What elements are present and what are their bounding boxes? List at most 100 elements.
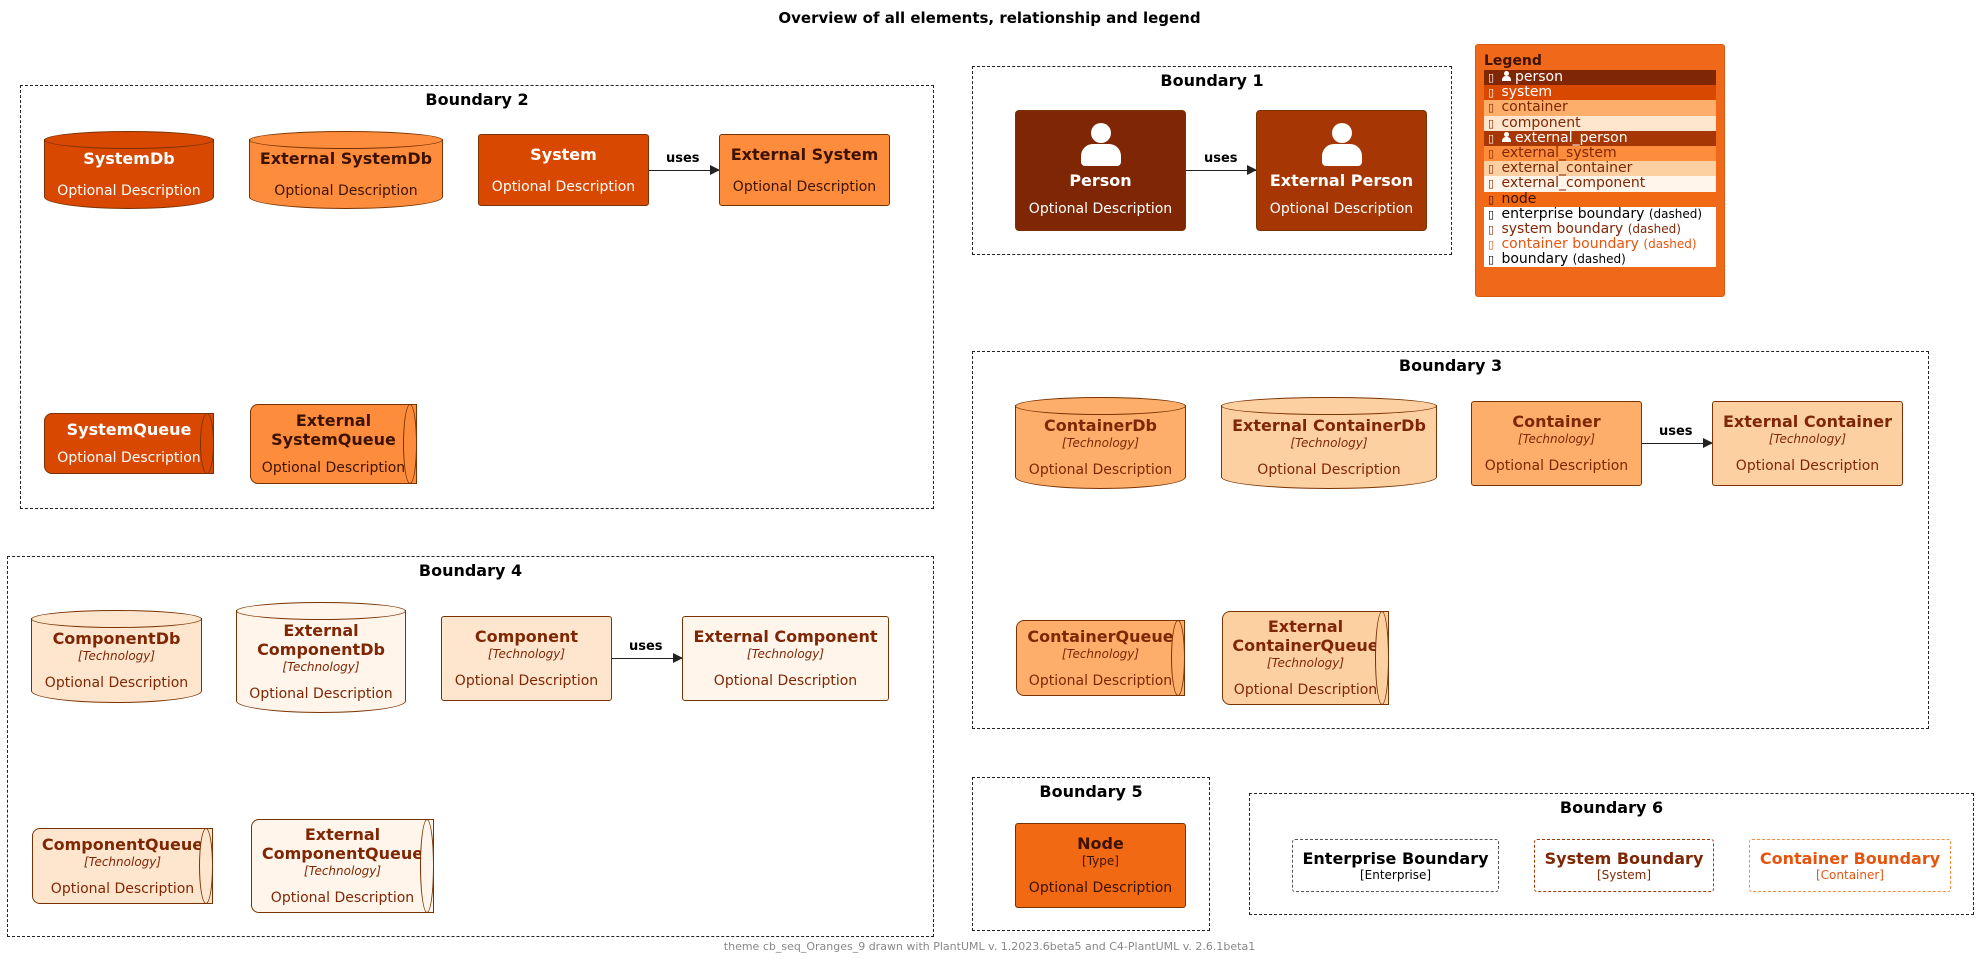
legend-item-suffix: (dashed) (1572, 252, 1626, 267)
element-name: External (283, 620, 359, 640)
relationship-arrow (649, 165, 720, 175)
legend-item: ▯ container (1484, 100, 1716, 116)
small-square-icon: ▯ (1488, 192, 1495, 206)
container[interactable]: Container [Technology] Optional Descript… (1471, 401, 1642, 486)
legend-item-suffix: (dashed) (1648, 206, 1703, 221)
element-name: External SystemDb (259, 148, 433, 168)
systemdb[interactable]: SystemDb Optional Description (44, 131, 214, 209)
person-icon (1501, 71, 1511, 81)
external-containerdb[interactable]: External ContainerDb [Technology] Option… (1221, 397, 1437, 489)
legend-item-label: system boundary (1501, 221, 1624, 237)
boundary-name: Container Boundary (1759, 849, 1941, 868)
element-description: Optional Description (274, 182, 418, 199)
element-name: External System (730, 144, 879, 164)
element-description: Optional Description (1269, 201, 1414, 217)
queue-end (420, 819, 434, 913)
legend-item: ▯ node (1484, 191, 1716, 207)
element-name: External (304, 825, 381, 844)
person[interactable]: Person Optional Description (1015, 110, 1186, 231)
cylinder-top (44, 131, 214, 149)
external-person[interactable]: External Person Optional Description (1256, 110, 1427, 231)
boundary-5: Boundary 5 (972, 777, 1210, 931)
element-name: External (1267, 617, 1344, 636)
small-square-icon: ▯ (1488, 116, 1495, 130)
element-technology: [Technology] (282, 659, 360, 674)
element-name: External Component (693, 627, 878, 646)
element-technology: [Technology] (1517, 432, 1596, 446)
container-boundary[interactable]: Container Boundary [Container] (1749, 839, 1951, 892)
legend-item: ▯ system boundary (dashed) (1484, 221, 1716, 238)
boundary-4: Boundary 4 (7, 556, 934, 937)
element-technology: [Technology] (746, 647, 825, 661)
componentdb[interactable]: ComponentDb [Technology] Optional Descri… (31, 610, 202, 703)
legend-item-label: external_component (1501, 176, 1646, 192)
queue-end (1375, 611, 1389, 705)
legend-item: ▯ external_container (1484, 161, 1716, 177)
small-square-icon: ▯ (1488, 253, 1495, 267)
small-square-icon: ▯ (1488, 177, 1495, 191)
legend-item-label: external_person (1515, 130, 1628, 146)
element-description: Optional Description (1028, 880, 1173, 896)
componentqueue[interactable]: ComponentQueue [Technology] Optional Des… (32, 828, 213, 904)
element-name: SystemQueue (271, 430, 396, 449)
legend-item-label: external_system (1501, 145, 1617, 161)
element-description: Optional Description (1233, 682, 1378, 698)
legend-item-label: container (1501, 100, 1568, 116)
element-name: ContainerQueue (1027, 626, 1174, 646)
external-container[interactable]: External Container [Technology] Optional… (1712, 401, 1903, 486)
cylinder-top (249, 131, 443, 149)
enterprise-boundary[interactable]: Enterprise Boundary [Enterprise] (1292, 839, 1499, 892)
person-icon (1501, 131, 1511, 142)
element-technology: [Technology] (83, 854, 162, 869)
boundary-label: Boundary 4 (418, 561, 523, 580)
element-name: ComponentDb (52, 629, 181, 648)
element-name: SystemDb (83, 148, 175, 168)
system[interactable]: System Optional Description (478, 134, 649, 206)
small-square-icon: ▯ (1488, 131, 1495, 145)
element-name: System (530, 144, 597, 164)
element-description: Optional Description (1484, 458, 1629, 474)
external-containerqueue[interactable]: External ContainerQueue [Technology] Opt… (1222, 611, 1389, 705)
component[interactable]: Component [Technology] Optional Descript… (441, 616, 612, 701)
queue-end (403, 404, 417, 484)
queue-end (1171, 620, 1185, 696)
element-name: ComponentQueue (261, 844, 424, 863)
legend-item-label: external_container (1501, 161, 1633, 177)
element-technology: [Technology] (1266, 656, 1345, 670)
boundary-type: [System] (1596, 868, 1652, 882)
person-icon (1080, 123, 1121, 167)
boundary-3: Boundary 3 (972, 351, 1929, 729)
element-description: Optional Description (270, 890, 415, 906)
external-systemdb[interactable]: External SystemDb Optional Description (249, 131, 443, 209)
element-name: ContainerQueue (1232, 636, 1379, 655)
small-square-icon: ▯ (1488, 101, 1495, 115)
cylinder-top (1015, 397, 1186, 415)
legend-item: ▯ external_component (1484, 176, 1716, 192)
element-technology: [Technology] (487, 647, 566, 661)
systemqueue[interactable]: SystemQueue Optional Description (44, 413, 214, 474)
small-square-icon: ▯ (1488, 222, 1495, 236)
external-componentqueue[interactable]: External ComponentQueue [Technology] Opt… (251, 819, 434, 913)
element-technology: [Technology] (77, 649, 156, 663)
external-component[interactable]: External Component [Technology] Optional… (682, 616, 889, 701)
node[interactable]: Node [Type] Optional Description (1015, 823, 1186, 908)
relationship-label: uses (666, 151, 700, 166)
element-description: Optional Description (57, 450, 201, 466)
small-square-icon: ▯ (1488, 162, 1495, 176)
external-systemqueue[interactable]: External SystemQueue Optional Descriptio… (250, 404, 417, 484)
relationship-arrow (612, 653, 683, 663)
person-icon (1321, 123, 1362, 167)
relationship-label: uses (1659, 424, 1693, 439)
element-technology: [Technology] (1061, 435, 1140, 450)
system-boundary[interactable]: System Boundary [System] (1534, 839, 1714, 892)
containerqueue[interactable]: ContainerQueue [Technology] Optional Des… (1016, 620, 1185, 696)
legend: Legend ▯person▯ system▯ container▯ compo… (1475, 44, 1725, 297)
external-system[interactable]: External System Optional Description (719, 134, 890, 206)
external-componentdb[interactable]: External ComponentDb [Technology] Option… (236, 602, 406, 713)
small-square-icon: ▯ (1488, 86, 1495, 100)
element-name: Container (1512, 412, 1601, 431)
element-description: Optional Description (732, 178, 877, 195)
containerdb[interactable]: ContainerDb [Technology] Optional Descri… (1015, 397, 1186, 489)
legend-item: ▯ container boundary (dashed) (1484, 237, 1716, 253)
boundary-type: [Container] (1815, 868, 1884, 882)
